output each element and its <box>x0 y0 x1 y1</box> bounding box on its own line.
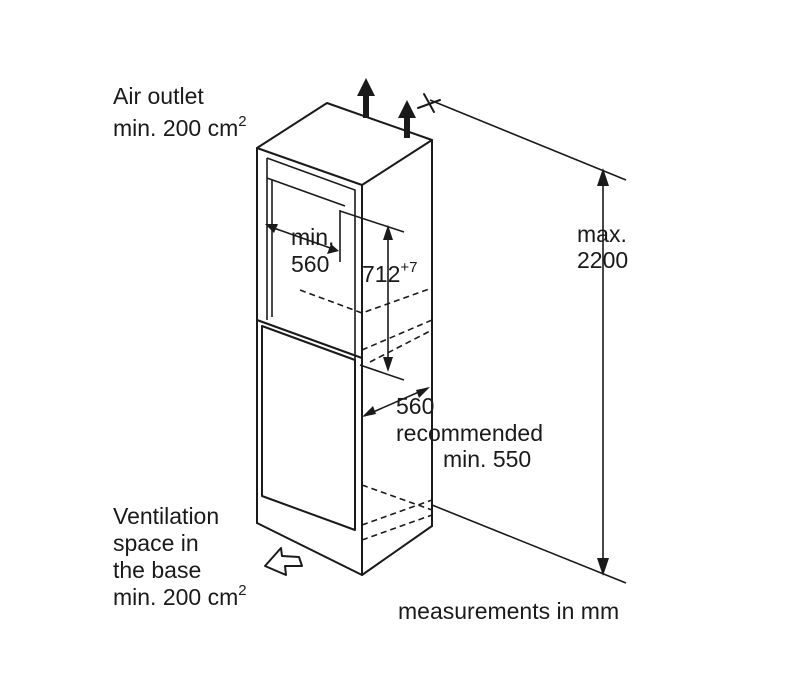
dashed-shelf-lower <box>361 484 433 541</box>
depth-dimension-line <box>362 375 433 417</box>
ventilation-title: Ventilation <box>113 503 219 529</box>
ventilation-line2: space in <box>113 530 199 556</box>
appliance-door <box>256 319 363 531</box>
ventilation-line3: the base <box>113 557 201 583</box>
ventilation-inlet-arrow-icon <box>264 547 303 576</box>
depth-min-label: min. 550 <box>443 446 531 472</box>
ventilation-area: min. 200 cm2 <box>113 582 247 610</box>
height-label: 712+7 <box>362 259 417 287</box>
air-outlet-arrow-right <box>398 100 416 138</box>
max-height-label: max. <box>577 221 627 247</box>
width-min-label: min. <box>291 224 334 250</box>
dashed-shelf-upper <box>299 287 433 363</box>
cabinet-outline <box>256 102 433 576</box>
width-dimension-line <box>265 224 339 254</box>
air-outlet-arrow-left <box>357 78 375 118</box>
air-outlet-symbol-icon <box>417 93 441 113</box>
depth-value: 560 <box>396 393 434 419</box>
height-dimension-line <box>339 210 405 381</box>
width-min-value: 560 <box>291 251 329 277</box>
max-height-dimension-line <box>429 99 627 584</box>
units-note: measurements in mm <box>398 598 619 624</box>
max-height-value: 2200 <box>577 247 628 273</box>
air-outlet-title: Air outlet <box>113 83 204 109</box>
depth-recommended-label: recommended <box>396 420 543 446</box>
air-outlet-area: min. 200 cm2 <box>113 113 247 141</box>
